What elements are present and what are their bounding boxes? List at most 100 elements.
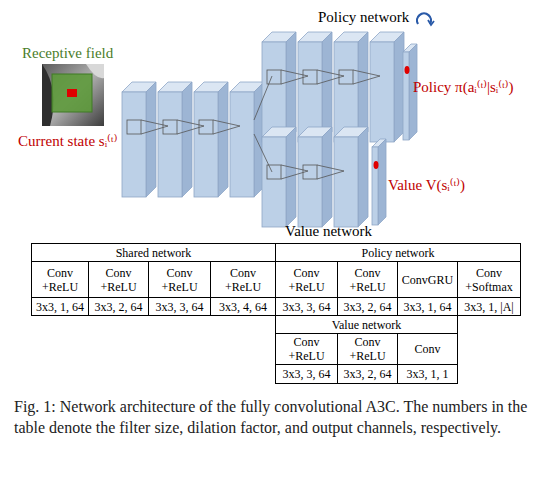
kernel-projection-line bbox=[213, 126, 240, 134]
kernel-projection-line bbox=[141, 126, 168, 134]
table-cell: 3x3, 2, 64 bbox=[337, 297, 398, 316]
table-cell: 3x3, 3, 64 bbox=[275, 297, 338, 316]
kernel-projection-line bbox=[353, 76, 380, 84]
table-cell-text: 3x3, 1, 64 bbox=[404, 300, 452, 314]
conv-layer-block bbox=[403, 52, 409, 140]
table-cell-text: 3x3, 3, 64 bbox=[283, 367, 331, 381]
kernel-projection-line bbox=[281, 76, 308, 84]
output-pixel bbox=[405, 66, 410, 74]
kernel-square bbox=[267, 70, 281, 84]
kernel-projection-line bbox=[281, 70, 308, 76]
receptive-field-square bbox=[52, 74, 92, 112]
table-cell-text: Shared network bbox=[116, 246, 192, 260]
table-cell: 3x3, 1, 1 bbox=[397, 364, 458, 384]
table-cell-text: Conv +ReLU bbox=[149, 266, 210, 294]
table-cell: Conv +ReLU bbox=[337, 333, 398, 365]
kernel-projection-line bbox=[254, 134, 272, 172]
conv-layer-block bbox=[334, 137, 358, 227]
kernel-projection-line bbox=[317, 165, 344, 171]
block-side-face bbox=[322, 32, 332, 142]
table-cell-text: Conv +ReLU bbox=[338, 335, 397, 363]
kernel-projection-line bbox=[281, 171, 308, 179]
table-cell: Value network bbox=[275, 315, 458, 334]
kernel-square bbox=[199, 120, 213, 134]
table-cell: 3x3, 4, 64 bbox=[210, 297, 276, 316]
table-cell-text: Conv +ReLU bbox=[32, 266, 88, 294]
block-side-face bbox=[358, 127, 368, 227]
table-cell-text: 3x3, 1, 64 bbox=[36, 300, 84, 314]
kernel-projection-line bbox=[213, 120, 240, 126]
value-output-label: Value V(sᵢ⁽ᵗ⁾) bbox=[388, 176, 465, 194]
conv-layer-block bbox=[158, 92, 182, 197]
kernel-projection-line bbox=[281, 165, 308, 171]
conv-layer-block bbox=[370, 42, 394, 142]
table-cell: Shared network bbox=[31, 243, 276, 262]
receptive-field-label: Receptive field bbox=[22, 44, 113, 62]
policy-output-label: Policy π(aᵢ⁽ᵗ⁾|sᵢ⁽ᵗ⁾) bbox=[413, 78, 514, 96]
kernel-square bbox=[339, 70, 353, 84]
kernel-square bbox=[303, 70, 317, 84]
figure-caption: Fig. 1: Network architecture of the full… bbox=[14, 396, 530, 438]
conv-layer-block bbox=[230, 92, 254, 197]
table-cell: Conv +ReLU bbox=[337, 261, 398, 298]
table-cell-text: 3x3, 2, 64 bbox=[344, 300, 392, 314]
kernel-projection-line bbox=[177, 126, 204, 134]
table-cell: Conv +ReLU bbox=[31, 261, 89, 298]
table-cell: Conv +ReLU bbox=[148, 261, 211, 298]
table-cell-text: 3x3, 2, 64 bbox=[344, 367, 392, 381]
table-cell-text: Value network bbox=[332, 318, 402, 332]
kernel-projection-line bbox=[317, 171, 344, 179]
table-cell: 3x3, 3, 64 bbox=[148, 297, 211, 316]
table-cell: Conv +Softmax bbox=[457, 261, 521, 298]
conv-layer-block bbox=[194, 92, 218, 197]
output-pixel bbox=[374, 161, 379, 169]
kernel-square bbox=[163, 120, 177, 134]
table-cell-text: Conv +ReLU bbox=[211, 266, 275, 294]
block-side-face bbox=[146, 82, 156, 197]
table-cell: Policy network bbox=[275, 243, 521, 262]
network-name: Policy network bbox=[318, 8, 409, 26]
block-side-face bbox=[218, 82, 228, 197]
network-name: Value network bbox=[285, 222, 372, 240]
conv-layer-block bbox=[122, 92, 146, 197]
conv-layer-block bbox=[372, 147, 378, 225]
recurrent-loop-head bbox=[428, 20, 434, 25]
table-cell: Conv +ReLU bbox=[210, 261, 276, 298]
table-cell-text: Conv +ReLU bbox=[338, 266, 397, 294]
table-cell: 3x3, 2, 64 bbox=[88, 297, 149, 316]
kernel-projection-line bbox=[177, 120, 204, 126]
table-cell: Conv +ReLU bbox=[275, 333, 338, 365]
current-pixel bbox=[67, 89, 77, 97]
table-cell-text: 3x3, 1, |A| bbox=[464, 300, 513, 314]
table-cell-text: Conv +ReLU bbox=[276, 335, 337, 363]
kernel-projection-line bbox=[353, 70, 380, 76]
kernel-projection-line bbox=[317, 70, 344, 76]
state-label: Current state sᵢ⁽ᵗ⁾ bbox=[18, 132, 117, 150]
kernel-square bbox=[127, 120, 141, 134]
kernel-projection-line bbox=[254, 76, 272, 120]
block-side-face bbox=[378, 139, 386, 225]
table-cell: Conv +ReLU bbox=[275, 261, 338, 298]
kernel-projection-line bbox=[141, 120, 168, 126]
table-cell: ConvGRU bbox=[397, 261, 458, 298]
table-cell: 3x3, 1, |A| bbox=[457, 297, 521, 316]
table-cell-text: 3x3, 3, 64 bbox=[283, 300, 331, 314]
kernel-projection-line bbox=[317, 76, 344, 84]
table-cell-text: Conv +ReLU bbox=[89, 266, 148, 294]
conv-layer-block bbox=[262, 137, 286, 227]
table-cell: 3x3, 1, 64 bbox=[397, 297, 458, 316]
table-cell-text: 3x3, 4, 64 bbox=[219, 300, 267, 314]
table-cell: Conv bbox=[397, 333, 458, 365]
conv-layer-block bbox=[298, 137, 322, 227]
block-side-face bbox=[394, 32, 404, 142]
block-side-face bbox=[286, 32, 296, 142]
table-cell-text: 3x3, 2, 64 bbox=[95, 300, 143, 314]
table-cell: 3x3, 2, 64 bbox=[337, 364, 398, 384]
kernel-square bbox=[303, 165, 317, 179]
block-side-face bbox=[182, 82, 192, 197]
input-photo bbox=[42, 64, 104, 126]
table-cell-text: ConvGRU bbox=[398, 273, 457, 287]
table-cell: 3x3, 1, 64 bbox=[31, 297, 89, 316]
table-cell: Conv +ReLU bbox=[88, 261, 149, 298]
